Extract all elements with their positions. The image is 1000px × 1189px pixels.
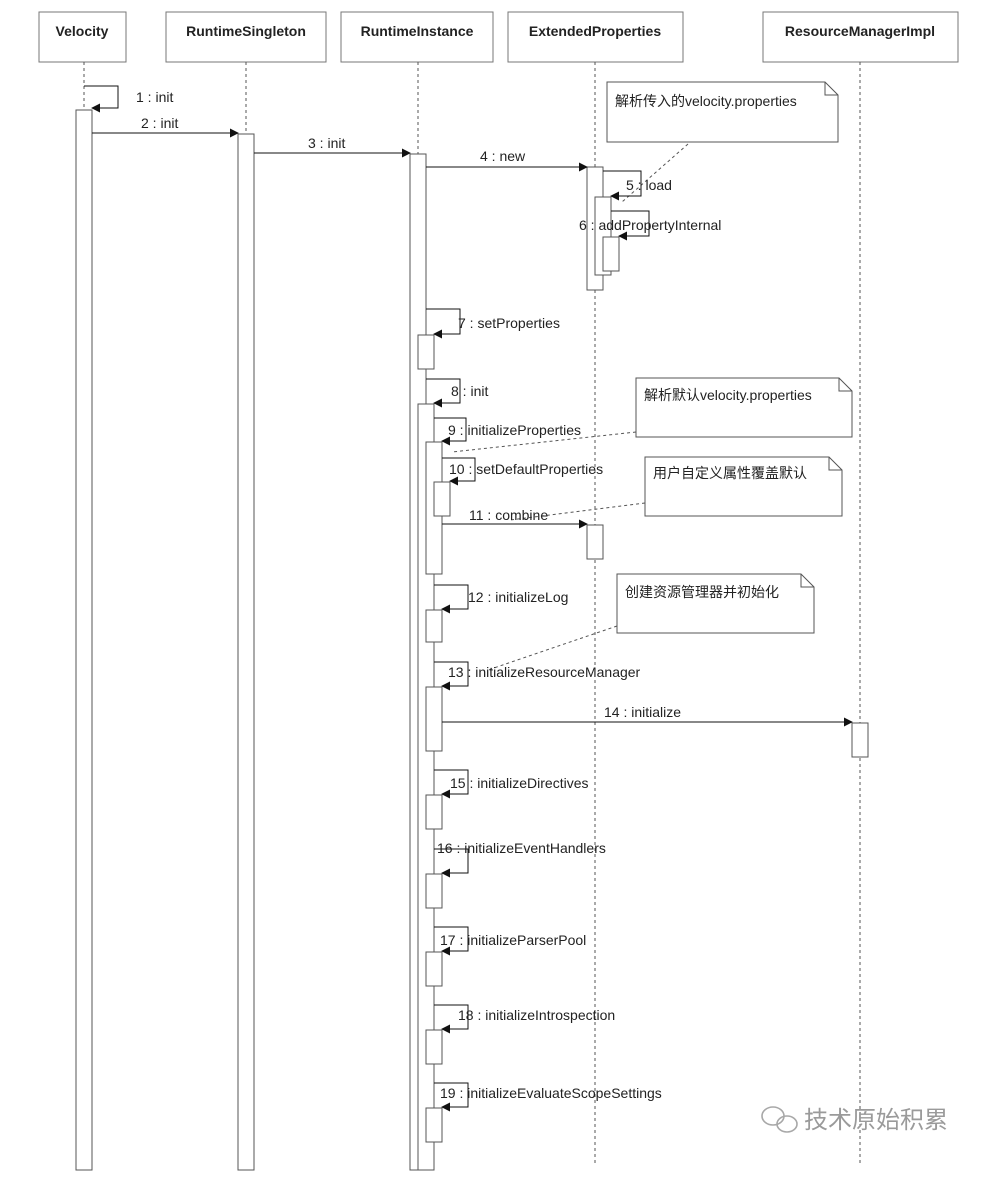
message-label: 19 : initializeEvaluateScopeSettings [440,1085,662,1101]
message-arrow [426,308,461,339]
activation-combine [586,524,604,560]
message-arrow [603,170,642,201]
message-label: 6 : addPropertyInternal [579,217,721,233]
activation-initialize [851,722,869,758]
note-user-override-defaults: 用户自定义属性覆盖默认 [509,456,843,521]
watermark: 技术原始积累 [761,1106,948,1134]
message-labels: 1 : init 2 : init 3 : init 4 : new 5 : l… [136,89,721,1101]
activation-initialize-directives [425,794,443,830]
activation-velocity [75,109,93,1171]
participant-label: ResourceManagerImpl [785,23,935,39]
note-create-resource-manager: 创建资源管理器并初始化 [487,573,815,671]
message-label: 2 : init [141,115,178,131]
message-arrow [426,378,461,408]
activation-initialize-introspection [425,1029,443,1065]
note-text: 解析默认velocity.properties [644,387,812,403]
message-arrow [434,1082,469,1112]
message-arrow [434,926,469,956]
activation-initialize-event-handlers [425,873,443,909]
participant-velocity: Velocity [38,11,127,63]
message-label: 13 : initializeResourceManager [448,664,641,680]
participant-label: RuntimeSingleton [186,23,306,39]
participant-extended-properties: ExtendedProperties [507,11,684,63]
message-label: 8 : init [451,383,488,399]
activation-initialize-resource-manager [425,686,443,752]
activations [75,109,869,1171]
message-arrow [434,1004,469,1034]
message-label: 15 : initializeDirectives [450,775,589,791]
note-text: 创建资源管理器并初始化 [625,584,779,600]
message-label: 11 : combine [469,507,548,523]
participant-label: ExtendedProperties [529,23,661,39]
activation-set-properties [417,334,435,370]
message-arrow [442,457,476,486]
message-arrow [434,848,469,878]
message-label: 3 : init [308,135,345,151]
activation-initialize-evaluate-scope [425,1107,443,1143]
message-label: 12 : initializeLog [468,589,568,605]
message-label: 17 : initializeParserPool [440,932,586,948]
activation-initialize-parser-pool [425,951,443,987]
message-arrow [434,417,467,446]
participant-resource-manager-impl: ResourceManagerImpl [762,11,959,63]
note-text: 用户自定义属性覆盖默认 [653,465,807,481]
activation-add-property-internal [602,236,620,272]
participant-label: RuntimeInstance [361,23,474,39]
participant-label: Velocity [56,23,109,39]
messages [84,85,853,1112]
message-label: 7 : setProperties [458,315,560,331]
message-label: 14 : initialize [604,704,681,720]
message-label: 18 : initializeIntrospection [458,1007,615,1023]
message-arrow [434,661,469,691]
activation-initialize-log [425,609,443,643]
message-arrow [611,210,650,241]
message-label: 5 : load [626,177,672,193]
watermark-text: 技术原始积累 [804,1107,948,1134]
message-label: 10 : setDefaultProperties [449,461,603,477]
message-label: 4 : new [480,148,526,164]
message-label: 16 : initializeEventHandlers [437,840,606,856]
note-parse-passed-properties: 解析传入的velocity.properties [606,81,839,203]
participant-runtime-singleton: RuntimeSingleton [165,11,327,63]
activation-set-default-properties [433,481,451,517]
wechat-logo-icon [761,1106,798,1133]
participant-runtime-instance: RuntimeInstance [340,11,494,63]
message-label: 9 : initializeProperties [448,422,581,438]
message-arrow [434,584,469,614]
activation-runtime-singleton [237,133,255,1171]
message-arrow [434,769,469,799]
message-arrow [84,85,119,113]
note-text: 解析传入的velocity.properties [615,93,797,109]
message-label: 1 : init [136,89,173,105]
note-parse-default-properties: 解析默认velocity.properties [451,377,853,453]
